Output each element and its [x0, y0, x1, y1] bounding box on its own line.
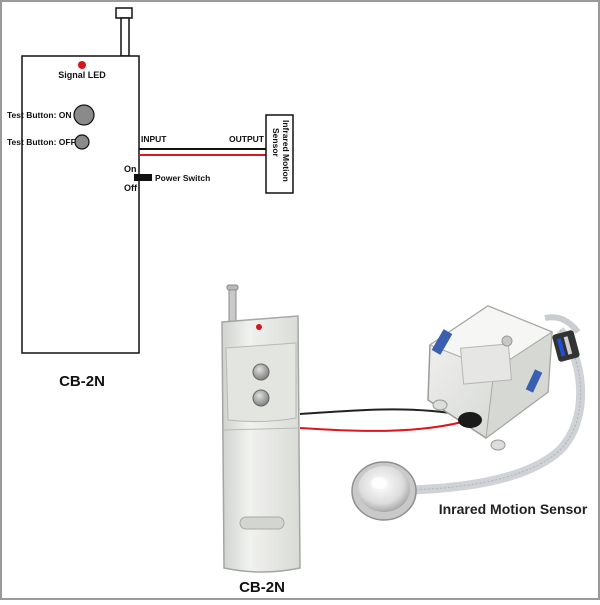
- power-switch-label: Power Switch: [155, 173, 210, 183]
- cable-connector: [552, 330, 580, 362]
- photo-sensor-label: Inrared Motion Sensor: [439, 501, 588, 517]
- input-label: INPUT: [141, 134, 167, 144]
- remote-antenna: [226, 284, 239, 323]
- remote-led: [256, 324, 262, 330]
- remote-control: [221, 315, 301, 573]
- power-switch: [134, 174, 152, 181]
- module-body: [21, 55, 140, 354]
- remote-button-off: [252, 389, 270, 407]
- schematic: Signal LED Test Button: ON Test Button: …: [7, 7, 294, 390]
- remote-button-on: [252, 363, 270, 381]
- sensor-label-line2: Sensor: [271, 128, 281, 158]
- signal-led: [78, 61, 86, 69]
- schematic-model-label: CB-2N: [59, 373, 105, 390]
- remote-slot: [239, 516, 285, 530]
- signal-led-label: Signal LED: [58, 70, 106, 80]
- antenna-symbol: [115, 7, 133, 57]
- test-button-on-label: Test Button: ON: [7, 110, 72, 120]
- output-label: OUTPUT: [229, 134, 265, 144]
- test-button-on: [73, 104, 95, 126]
- sensor-box: [265, 114, 294, 194]
- switch-on-label: On: [124, 164, 137, 174]
- sensor-control-box: [427, 305, 554, 451]
- dome-motion-sensor: [351, 461, 417, 521]
- photo-model-label: CB-2N: [239, 579, 285, 596]
- sensor-label-line1: Infrared Motion: [281, 120, 291, 182]
- photo-illustration: Inrared Motion Sensor CB-2N: [221, 284, 588, 596]
- test-button-off: [74, 134, 90, 150]
- test-button-off-label: Test Button: OFF: [7, 137, 76, 147]
- switch-off-label: Off: [124, 183, 138, 193]
- photo-wire-red: [299, 419, 471, 432]
